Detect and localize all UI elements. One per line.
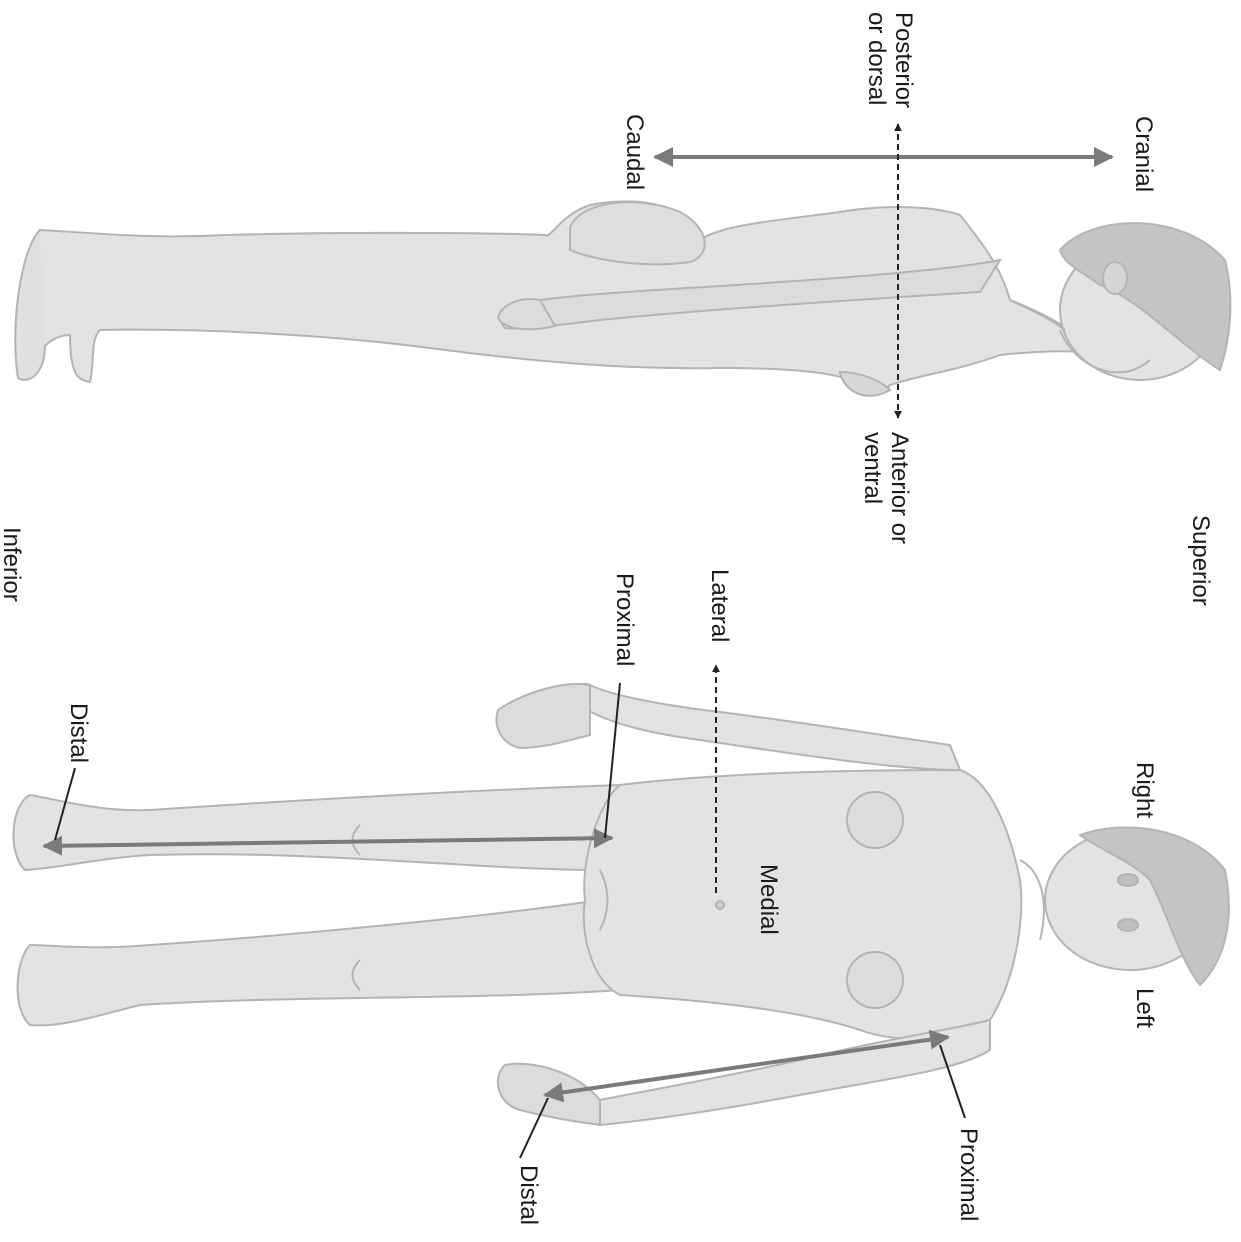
label-caudal: Caudal — [621, 114, 648, 190]
front-eye-right — [1118, 874, 1138, 886]
label-anterior-or-ventral: Anterior or ventral — [859, 432, 913, 544]
front-neck — [1020, 860, 1044, 940]
front-eye-left — [1118, 919, 1138, 931]
label-distal-arm: Distal — [515, 1165, 542, 1225]
lateral-ear — [1103, 262, 1127, 294]
front-hand-right — [497, 684, 590, 748]
label-left: Left — [1131, 988, 1158, 1028]
label-right: Right — [1131, 762, 1158, 818]
front-leg-top — [14, 785, 620, 870]
front-leg-bottom — [18, 900, 620, 1025]
label-proximal-leg: Proximal — [611, 573, 638, 666]
label-inferior: Inferior — [0, 527, 25, 602]
label-proximal-arm: Proximal — [955, 1128, 982, 1221]
front-arm-right — [576, 684, 960, 770]
front-arm-left — [591, 1020, 990, 1125]
lateral-view-body — [15, 201, 1230, 395]
label-distal-leg: Distal — [65, 703, 92, 763]
label-posterior-or-dorsal: Posterior or dorsal — [863, 12, 917, 108]
label-lateral: Lateral — [706, 569, 733, 642]
label-cranial: Cranial — [1130, 116, 1157, 192]
front-breast-left — [847, 952, 903, 1008]
anterior-view-body — [14, 684, 1229, 1125]
label-superior: Superior — [1187, 515, 1214, 606]
label-medial: Medial — [755, 864, 782, 935]
lateral-feet — [15, 230, 45, 380]
front-breast-right — [847, 792, 903, 848]
lateral-buttock — [570, 202, 705, 264]
front-torso — [584, 770, 1021, 1039]
front-navel — [716, 901, 724, 909]
